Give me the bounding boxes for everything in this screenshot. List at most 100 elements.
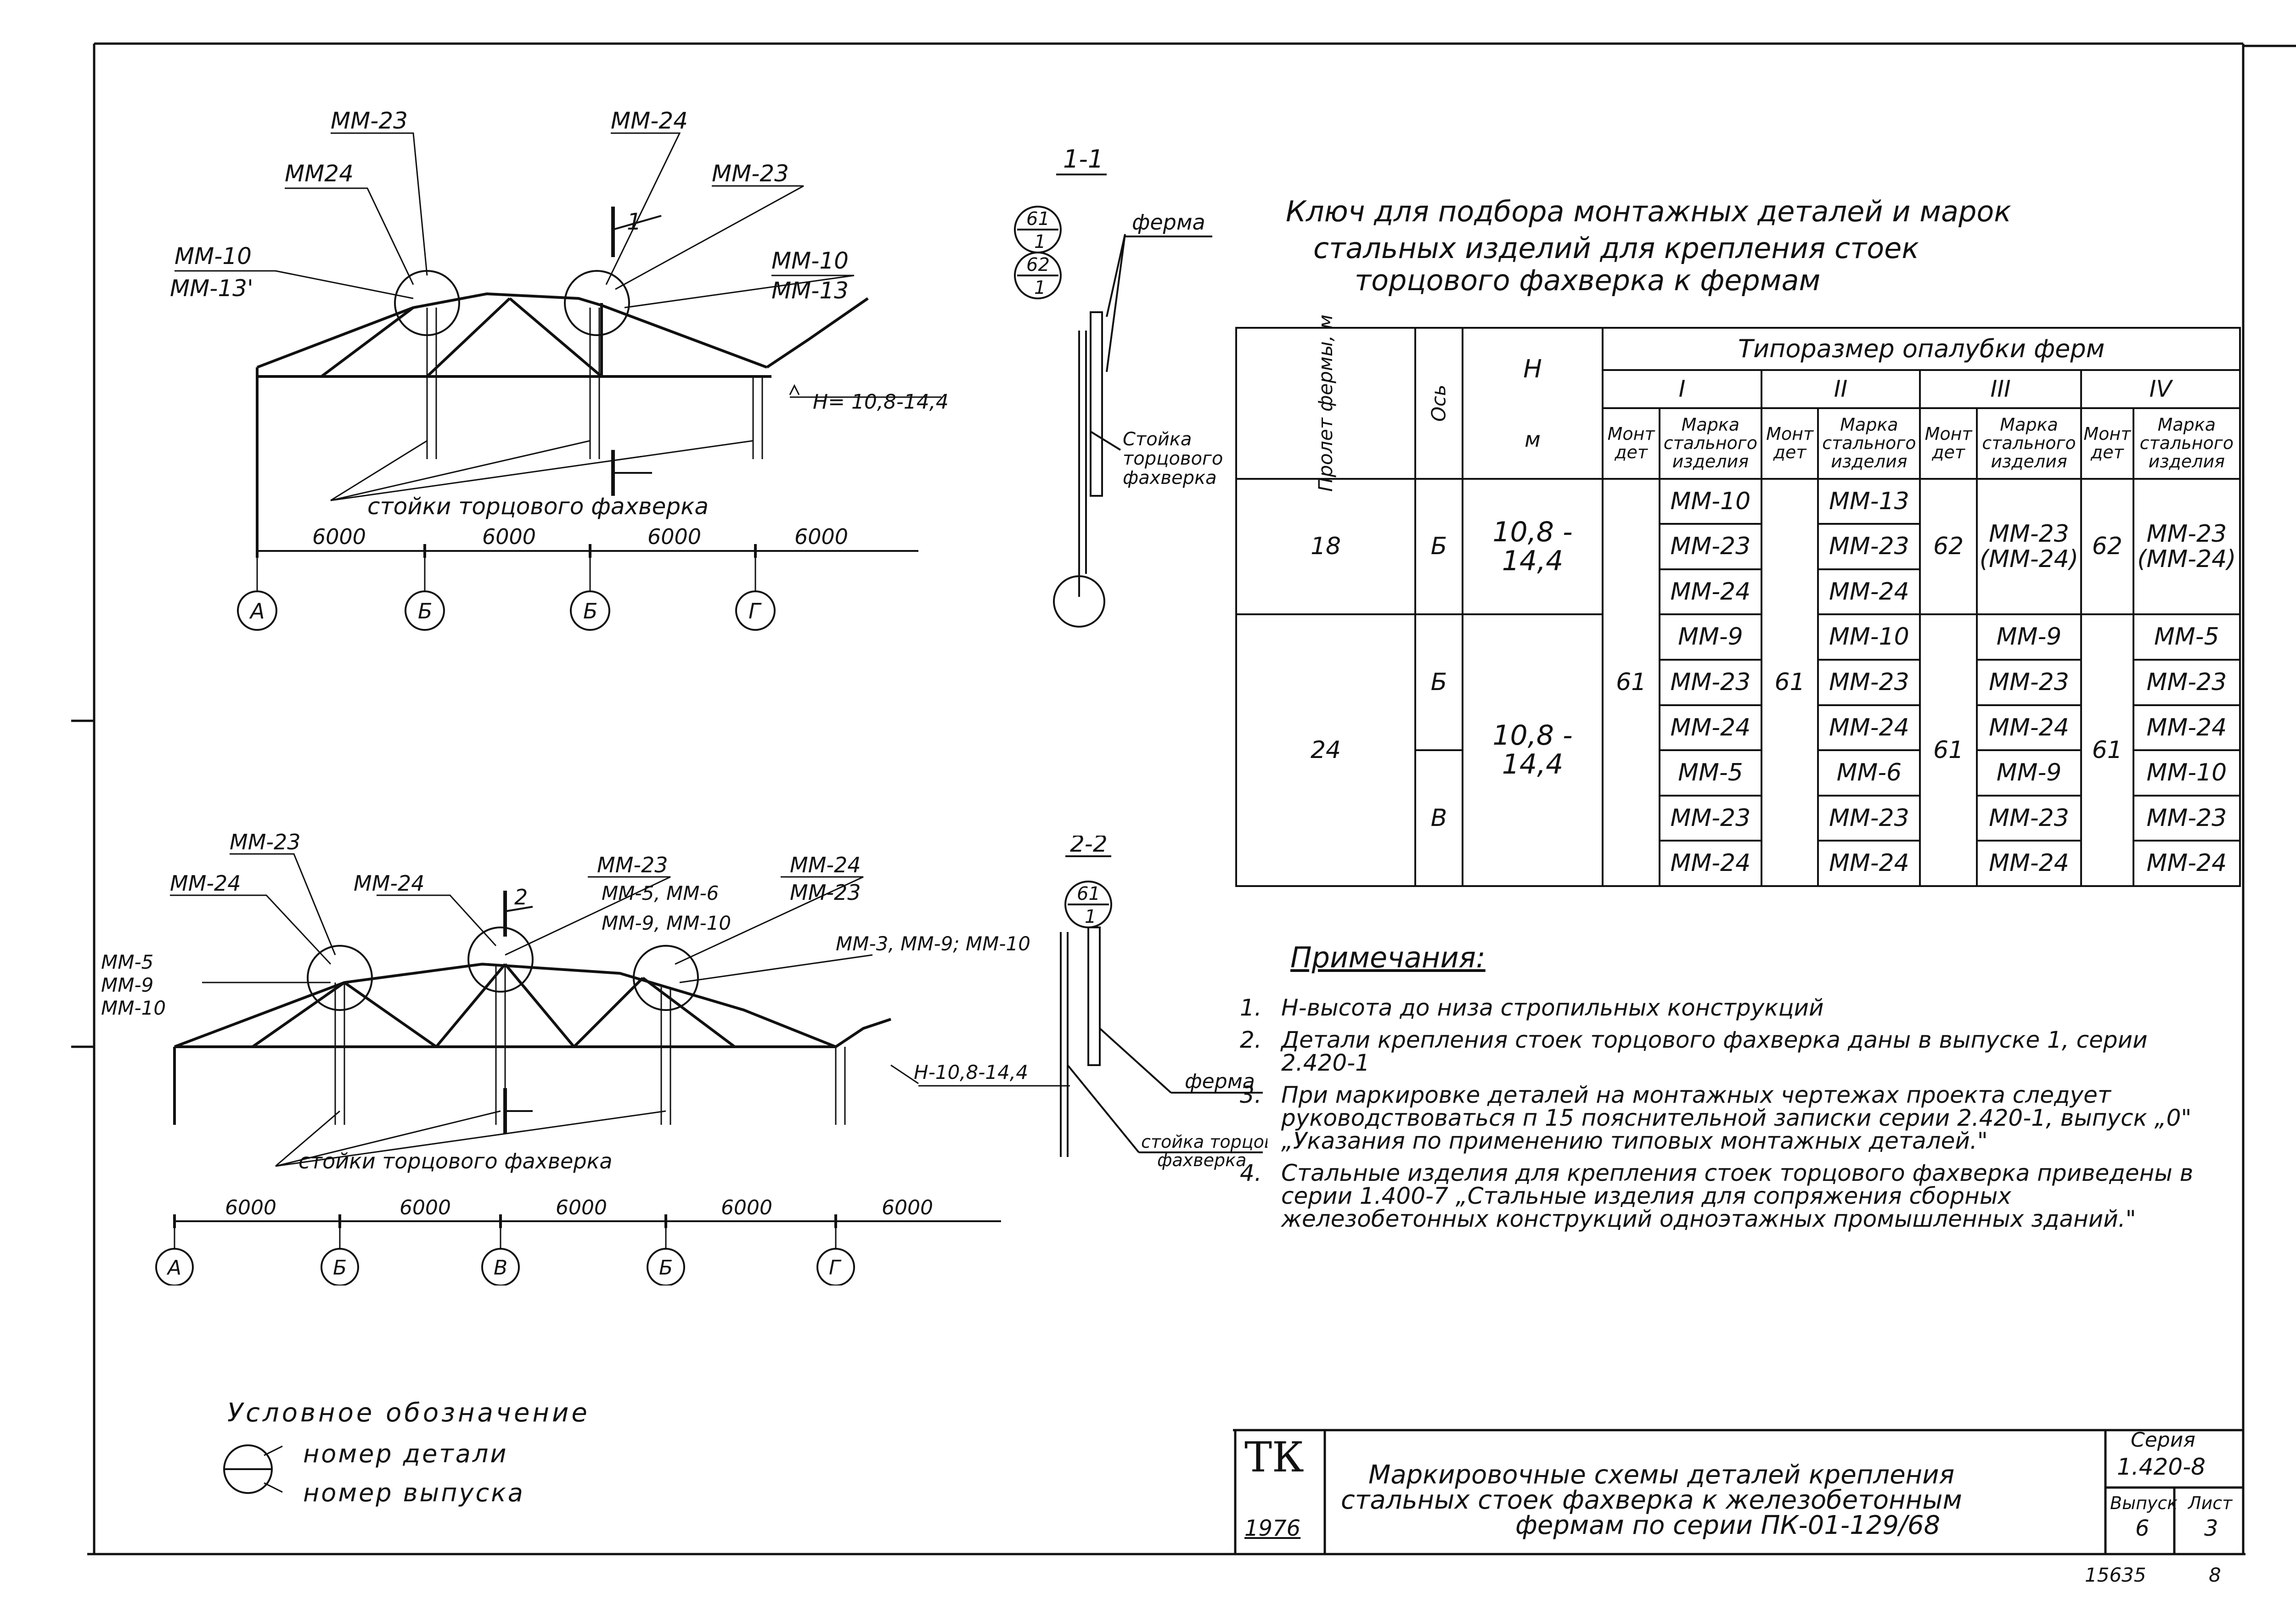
cell-II-24-2: ММ-23	[1817, 659, 1921, 706]
bot-label-mm9-mm10: ММ-9, ММ-10	[602, 912, 731, 934]
top-label-mm23-a: ММ-23	[331, 107, 408, 134]
notes-list: 1.Н-высота до низа стропильных конструкц…	[1240, 996, 2195, 1240]
tb-seria-label: Серия	[2131, 1428, 2195, 1452]
tb-logo: ТК	[1244, 1433, 1304, 1482]
cell-III-24-6: ММ-24	[1975, 840, 2082, 887]
top-axis-2: Б	[418, 599, 433, 623]
bot-label-mm3-mm9-mm10: ММ-3, ММ-9; ММ-10	[836, 932, 1030, 955]
cell-II-24-4: ММ-6	[1817, 749, 1921, 797]
bot-label-mm23-b: ММ-23	[597, 853, 668, 877]
bot-label-mm5-mm6: ММ-5, ММ-6	[602, 882, 719, 904]
row24-span: 24	[1235, 613, 1417, 887]
cell-II-24-5: ММ-23	[1817, 794, 1921, 842]
footer-code: 15635	[2085, 1564, 2146, 1586]
cell-III-24-4: ММ-9	[1975, 749, 2082, 797]
col-span-header: Пролет фермы, м	[1235, 314, 1417, 492]
cell-I-24-5: ММ-23	[1658, 794, 1762, 842]
legend-symbol	[223, 1444, 283, 1494]
note-item: 3.При маркировке деталей на монтажных че…	[1240, 1082, 2192, 1154]
cell-II-18-1: ММ-13	[1817, 477, 1921, 525]
mark-header: Марка стального изделия	[1658, 407, 1762, 480]
row24-axis-b: Б	[1414, 613, 1463, 752]
cell-II-24-1: ММ-10	[1817, 613, 1921, 661]
row18-IV-mont: 62	[2080, 477, 2134, 616]
bot-posts-label: стойки торцового фахверка	[298, 1149, 613, 1173]
top-label-mm24-a: ММ24	[285, 160, 354, 187]
tb-text2: стальных стоек фахверка к железобетонным	[1341, 1485, 1962, 1515]
mont-header: Монт дет	[1602, 407, 1660, 480]
bot-section-mark: 2	[514, 885, 528, 909]
tb-vypusk: 6	[2135, 1516, 2150, 1541]
section-2-2: 2-2 61 1 ферма стойка торцового фахверка	[1060, 836, 1267, 1170]
mont-header: Монт дет	[1919, 407, 1978, 480]
top-axis-1: А	[249, 599, 264, 623]
top-truss-diagram: ММ-23 ММ24 ММ-10 ММ-13' ММ-24 ММ-23 ММ-1…	[170, 107, 949, 631]
top-dim-3: 6000	[647, 524, 701, 549]
cell-I-24-4: ММ-5	[1658, 749, 1762, 797]
top-dim-4: 6000	[794, 524, 848, 549]
section-2-2-post-2: фахверка	[1157, 1150, 1246, 1170]
row24-h: 10,8 - 14,4	[1461, 613, 1604, 887]
row18-III-mark: ММ-23 (ММ-24)	[1975, 477, 2082, 616]
bot-h-label: Н-10,8-14,4	[914, 1061, 1028, 1084]
type-II: II	[1760, 369, 1921, 409]
row18-h: 10,8 - 14,4	[1461, 477, 1604, 616]
notes-title: Примечания:	[1290, 941, 1486, 974]
bot-axis-5: Г	[829, 1256, 842, 1280]
section-2-2-title: 2-2	[1070, 836, 1108, 857]
bot-axis-3: В	[494, 1256, 507, 1280]
bot-label-left2: ММ-9	[101, 974, 153, 996]
cell-I-24-1: ММ-9	[1658, 613, 1762, 661]
type-I: I	[1602, 369, 1762, 409]
cell-IV-24-4: ММ-10	[2132, 749, 2241, 797]
mont-header: Монт дет	[1760, 407, 1819, 480]
top-axis-4: Г	[748, 599, 762, 623]
cell-II-18-3: ММ-24	[1817, 568, 1921, 616]
section-1-1-badge2-top: 62	[1026, 254, 1050, 275]
tb-text3: фермам по серии ПК-01-129/68	[1515, 1510, 1941, 1540]
row18-IV-mark: ММ-23 (ММ-24)	[2132, 477, 2241, 616]
cell-IV-24-6: ММ-24	[2132, 840, 2241, 887]
cell-IV-24-2: ММ-23	[2132, 659, 2241, 706]
bot-label-left1: ММ-5	[101, 951, 153, 973]
section-1-1: 1-1 61 1 62 1 ферма Стойка торцового фах…	[1014, 145, 1223, 628]
row24-axis-v: В	[1414, 749, 1463, 887]
top-posts-label: стойки торцового фахверка	[367, 493, 709, 520]
legend-line2: номер выпуска	[303, 1478, 525, 1507]
cell-IV-24-3: ММ-24	[2132, 704, 2241, 752]
tb-year: 1976	[1244, 1516, 1301, 1541]
cell-II-24-6: ММ-24	[1817, 840, 1921, 887]
top-h-label: Н= 10,8-14,4	[813, 390, 949, 414]
row18-axis: Б	[1414, 477, 1463, 616]
key-table: Пролет фермы, м Ось Н м Типоразмер опалу…	[1235, 314, 2241, 887]
key-title-line3: торцового фахверка к фермам	[1355, 264, 1821, 297]
tb-list-label: Лист	[2188, 1493, 2233, 1513]
top-label-mm13-a: ММ-13'	[170, 275, 253, 302]
cell-III-24-5: ММ-23	[1975, 794, 2082, 842]
col-h-header: Н м	[1461, 327, 1604, 480]
key-title-line2: стальных изделий для крепления стоек	[1313, 231, 1919, 265]
mark-header: Марка стального изделия	[2132, 407, 2241, 480]
section-1-1-post-1: Стойка	[1123, 429, 1192, 450]
rows-II-mont: 61	[1760, 477, 1819, 887]
bot-dim-3: 6000	[556, 1196, 607, 1219]
cell-III-24-3: ММ-24	[1975, 704, 2082, 752]
section-1-1-post-3: фахверка	[1123, 467, 1217, 488]
bot-dim-2: 6000	[400, 1196, 451, 1219]
top-label-mm24-b: ММ-24	[611, 107, 688, 134]
top-axis-3: Б	[583, 599, 598, 623]
tb-seria: 1.420-8	[2117, 1454, 2206, 1480]
row18-span: 18	[1235, 477, 1417, 616]
legend-line1: номер детали	[303, 1439, 508, 1468]
section-1-1-badge2-bottom: 1	[1034, 277, 1046, 298]
section-1-1-badge1-top: 61	[1026, 208, 1050, 230]
bot-dim-4: 6000	[721, 1196, 772, 1219]
bot-label-mm24-c: ММ-24	[790, 853, 861, 877]
top-dim-1: 6000	[312, 524, 366, 549]
section-2-2-badge-top: 61	[1077, 883, 1100, 904]
footer-page: 8	[2209, 1564, 2221, 1586]
section-2-2-post-1: стойка торцового	[1141, 1132, 1267, 1152]
top-label-mm10-b: ММ-10	[771, 247, 849, 274]
cell-I-24-6: ММ-24	[1658, 840, 1762, 887]
